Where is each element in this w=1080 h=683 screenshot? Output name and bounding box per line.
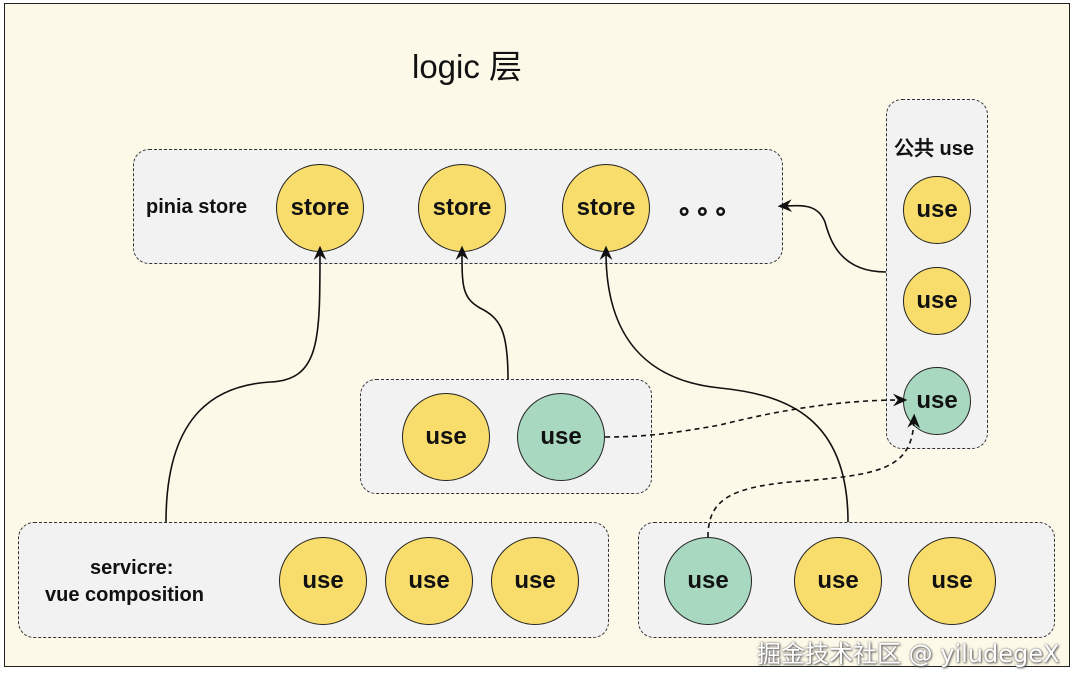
- arrow-service-to-store1: [165, 245, 327, 523]
- store-node: store: [562, 164, 650, 252]
- diagram-title: logic 层: [412, 48, 523, 85]
- middle-use-node: use: [402, 393, 490, 481]
- service-use-node: use: [279, 537, 367, 625]
- watermark-text: 掘金技术社区 @ yiludegeX: [757, 640, 1060, 668]
- dashed-arrow-right-to-public: [707, 413, 921, 538]
- right-use-node: use: [664, 537, 752, 625]
- pinia-store-label: pinia store: [146, 196, 248, 218]
- arrow-middle-to-store2: [455, 245, 509, 380]
- public-use-node: use: [903, 267, 971, 335]
- store-node: store: [276, 164, 364, 252]
- service-label-line1: servicre:: [90, 557, 174, 579]
- right-use-node: use: [794, 537, 882, 625]
- service-use-node: use: [491, 537, 579, 625]
- service-use-node: use: [385, 537, 473, 625]
- public-use-label: 公共 use: [894, 138, 975, 160]
- arrow-public-to-pinia: [777, 199, 887, 273]
- arrow-right-to-store3: [599, 245, 849, 523]
- dashed-arrow-middle-to-public: [604, 393, 908, 438]
- right-use-node: use: [908, 537, 996, 625]
- public-use-node: use: [903, 176, 971, 244]
- service-label-line2: vue composition: [45, 584, 204, 606]
- middle-use-node: use: [517, 393, 605, 481]
- more-stores-ellipsis: ∘∘∘: [676, 196, 731, 226]
